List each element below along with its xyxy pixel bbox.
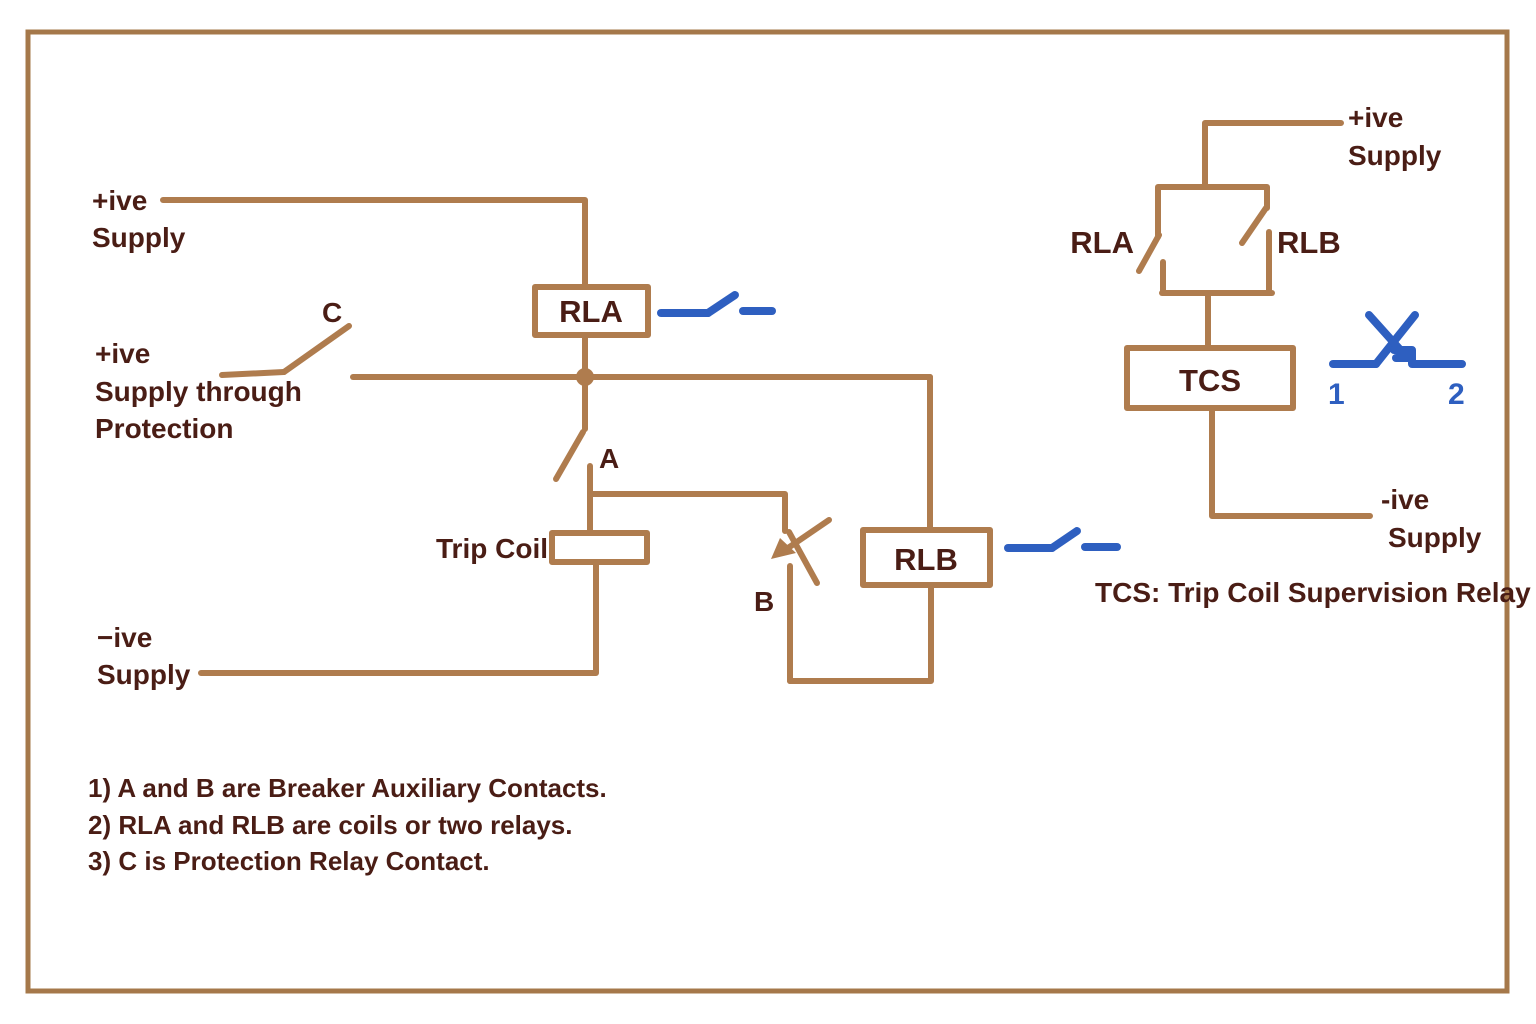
- note-1: 1) A and B are Breaker Auxiliary Contact…: [88, 773, 607, 803]
- positive-supply-top-line2: Supply: [92, 222, 186, 253]
- tcs-caption: TCS: Trip Coil Supervision Relay: [1095, 577, 1531, 608]
- note-2: 2) RLA and RLB are coils or two relays.: [88, 810, 573, 840]
- rla-coil-label: RLA: [559, 294, 623, 329]
- rla-coil-box: [532, 284, 651, 338]
- trip-coil-label: Trip Coil: [436, 533, 548, 564]
- rlb-coil-box: [860, 527, 993, 588]
- contact-c-label: C: [322, 297, 342, 328]
- tcs-relay-box: [1124, 345, 1296, 411]
- positive-supply-protection-line3: Protection: [95, 413, 233, 444]
- wire-branch-to-contact-b: [587, 491, 788, 534]
- rla-open-contact-symbol: [657, 291, 776, 317]
- tcs-positive-supply-line2: Supply: [1348, 140, 1442, 171]
- wire-tcs-negative-supply: [1209, 405, 1373, 519]
- wire-tcs-positive-supply: [1202, 120, 1344, 189]
- contact-b-label: B: [754, 586, 774, 617]
- trip-coil-box: [549, 530, 650, 565]
- positive-supply-top-line1: +ive: [92, 185, 147, 216]
- wire-contact-b-to-rlb-bottom: [787, 583, 934, 684]
- wire-trip-coil-to-negative-supply: [198, 559, 599, 676]
- negative-supply-line1: −ive: [97, 622, 152, 653]
- parallel-contacts-frame: [1136, 184, 1275, 351]
- contact-a-symbol: [553, 379, 593, 536]
- contact-b-symbol: [771, 517, 832, 684]
- tcs-relay-label: TCS: [1179, 363, 1241, 398]
- tcs-negative-supply-line1: -ive: [1381, 484, 1429, 515]
- rlb-open-contact-symbol: [1004, 527, 1121, 552]
- positive-supply-protection-line2: Supply through: [95, 376, 302, 407]
- contact-c-symbol: [219, 323, 352, 378]
- tcs-terminal-2-label: 2: [1448, 378, 1465, 411]
- tcs-rla-contact-label: RLA: [1070, 225, 1134, 260]
- tcs-positive-supply-line1: +ive: [1348, 102, 1403, 133]
- negative-supply-line2: Supply: [97, 659, 191, 690]
- tcs-terminal-1-label: 1: [1328, 378, 1345, 411]
- note-3: 3) C is Protection Relay Contact.: [88, 846, 490, 876]
- contact-a-label: A: [599, 443, 619, 474]
- wire-positive-supply-to-rla: [160, 197, 588, 289]
- rlb-coil-label: RLB: [894, 542, 958, 577]
- tcs-rlb-contact-label: RLB: [1277, 225, 1341, 260]
- positive-supply-protection-line1: +ive: [95, 338, 150, 369]
- diagram-border: [25, 29, 1510, 994]
- tcs-changeover-contact-symbol: [1329, 311, 1466, 368]
- tcs-negative-supply-line2: Supply: [1388, 522, 1482, 553]
